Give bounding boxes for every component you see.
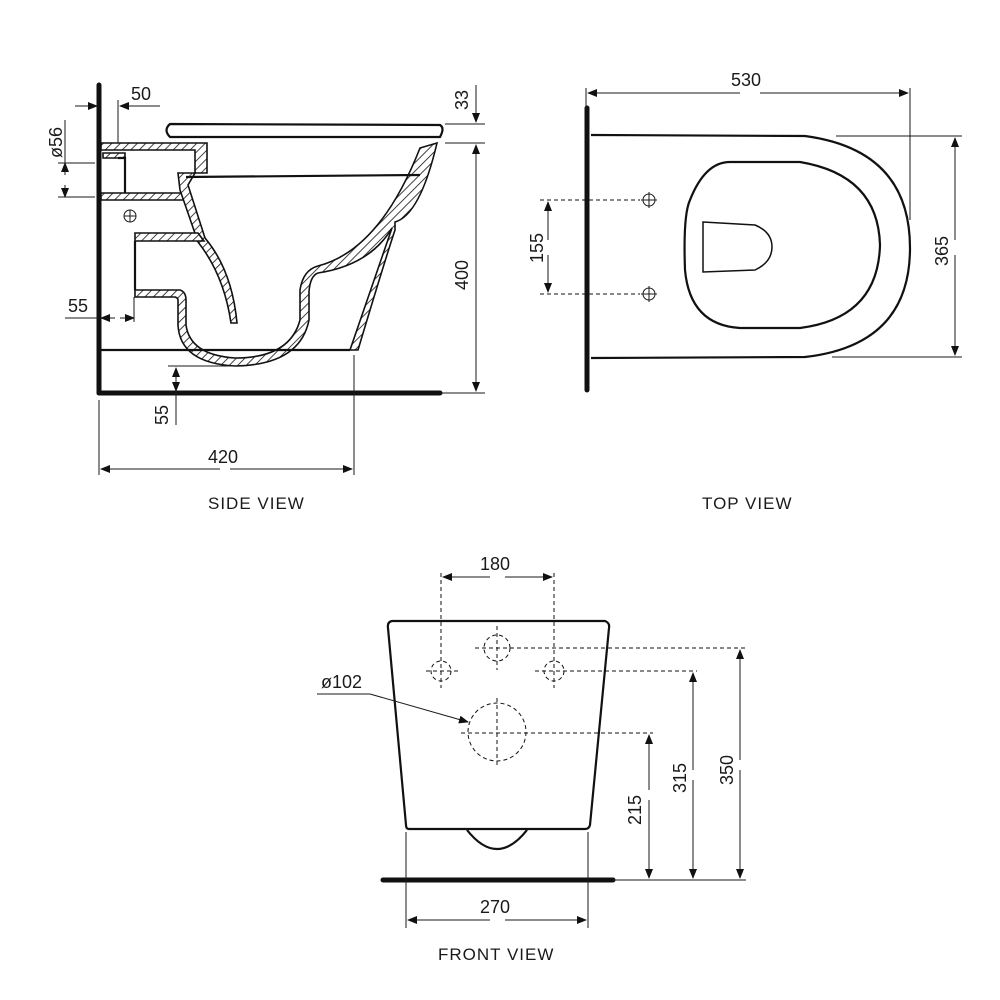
dim-inlet-height: 350 bbox=[717, 755, 737, 785]
trap-outline bbox=[466, 829, 528, 851]
dim-depth: 420 bbox=[208, 447, 238, 467]
front-view: 180 ø102 215 315 350 270 FRONT VIEW bbox=[317, 554, 746, 964]
dim-outlet-diameter: ø102 bbox=[321, 672, 362, 692]
dim-length: 530 bbox=[731, 70, 761, 90]
side-view: 50 33 ø56 55 55 400 420 SIDE VIEW bbox=[46, 82, 485, 513]
dim-floor-clearance: 55 bbox=[152, 405, 172, 425]
dim-height: 400 bbox=[452, 260, 472, 290]
bolt-marker bbox=[123, 209, 137, 223]
dim-bolt-spacing-top: 155 bbox=[527, 233, 547, 263]
bowl-inner bbox=[683, 160, 882, 330]
drain-opening bbox=[702, 221, 773, 273]
front-outline bbox=[386, 619, 611, 831]
bolt-marker bbox=[641, 286, 657, 302]
dim-outlet-height: 215 bbox=[625, 795, 645, 825]
top-view: 530 155 365 TOP VIEW bbox=[527, 70, 962, 513]
dim-front-width: 270 bbox=[480, 897, 510, 917]
dim-bolt-spacing-front: 180 bbox=[480, 554, 510, 574]
caption-front-view: FRONT VIEW bbox=[438, 945, 554, 964]
dim-bolt-height: 315 bbox=[670, 763, 690, 793]
bolt-marker bbox=[641, 192, 657, 208]
caption-top-view: TOP VIEW bbox=[702, 494, 793, 513]
dim-outlet-offset: 55 bbox=[68, 296, 88, 316]
seat bbox=[165, 122, 444, 139]
dim-seat-offset: 50 bbox=[131, 84, 151, 104]
dim-inlet-diameter: ø56 bbox=[46, 127, 66, 158]
dim-width: 365 bbox=[932, 236, 952, 266]
caption-side-view: SIDE VIEW bbox=[208, 494, 305, 513]
dim-seat-height: 33 bbox=[452, 90, 472, 110]
bowl-outline bbox=[590, 133, 912, 360]
